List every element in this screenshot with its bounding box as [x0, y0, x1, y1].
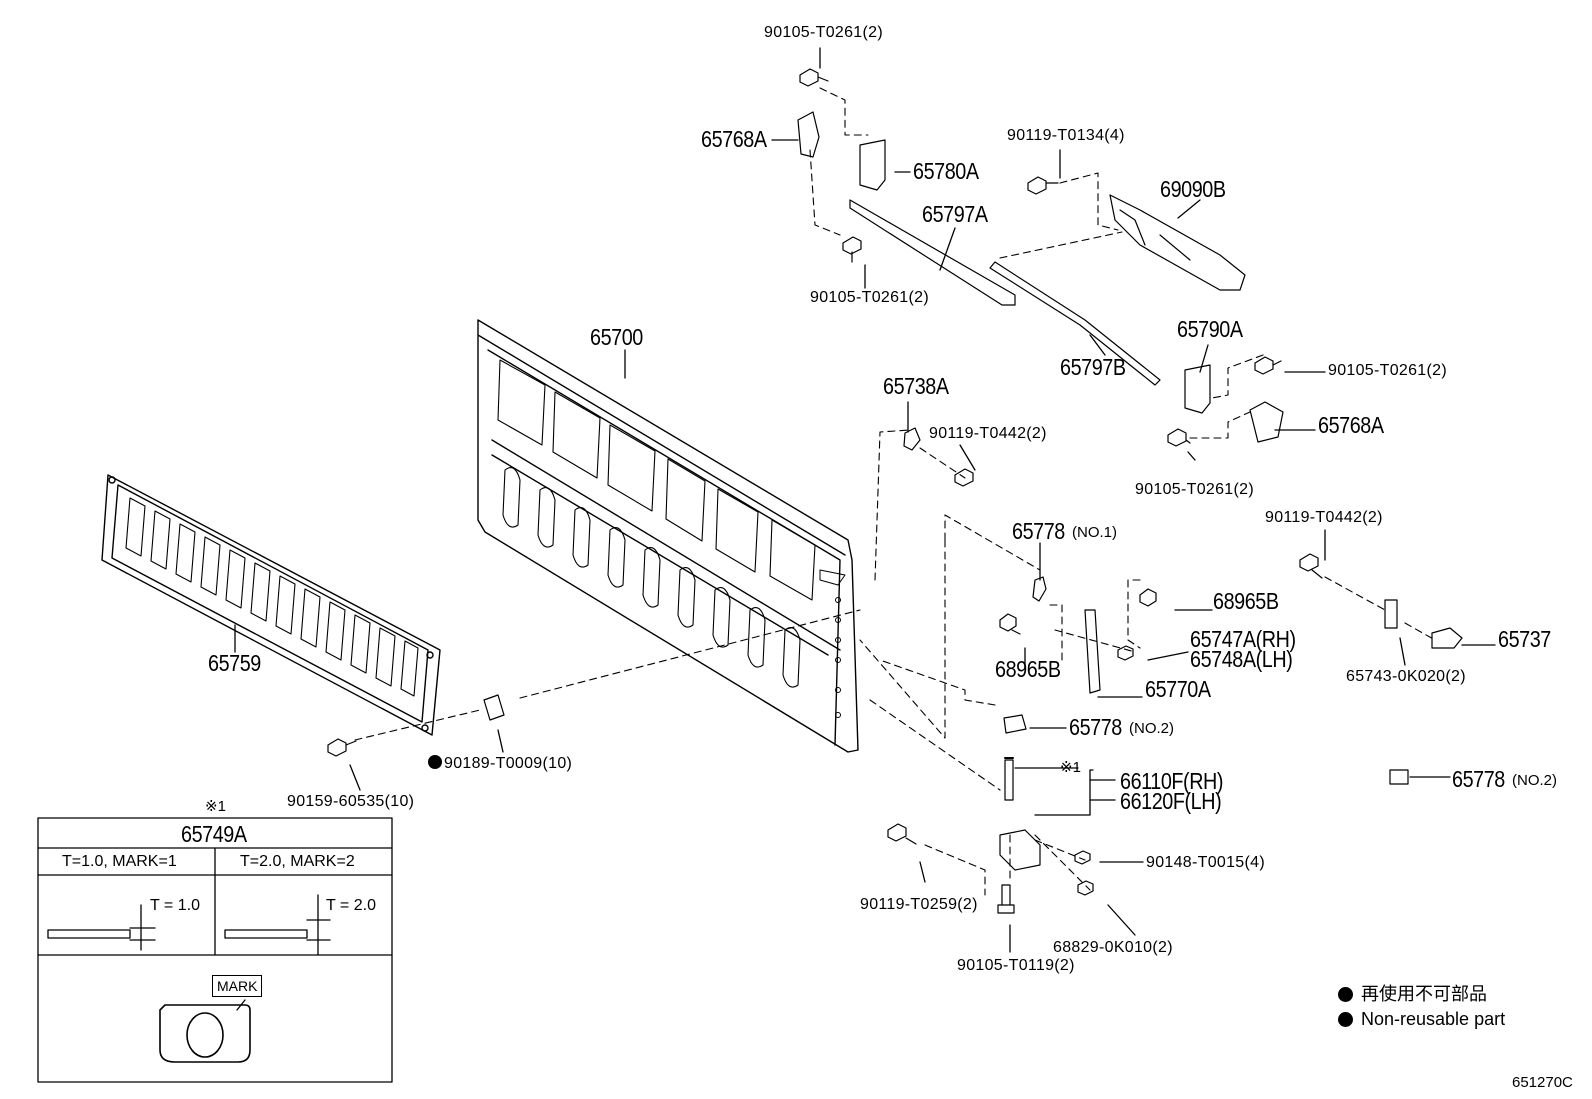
callout-90119-t0442-right[interactable]: 90119-T0442(2) — [1265, 509, 1383, 526]
shim-table-thickness-t1: T = 1.0 — [150, 897, 200, 914]
callout-65778-no2-right-number: 65778 — [1452, 766, 1505, 792]
callout-66110f-rh[interactable]: 66110F(RH) — [1120, 768, 1224, 794]
callout-65797b[interactable]: 65797B — [1060, 354, 1126, 380]
legend-text-jp: 再使用不可部品 — [1361, 984, 1487, 1004]
callout-65778-no1[interactable]: 65778 (NO.1) — [1012, 518, 1117, 544]
callout-65768a-left[interactable]: 65768A — [701, 126, 767, 152]
callout-65778-no2-center-note: (NO.2) — [1129, 720, 1174, 737]
small-parts-art — [327, 68, 1463, 914]
callout-65770a[interactable]: 65770A — [1145, 676, 1211, 702]
callout-65797a[interactable]: 65797A — [922, 201, 988, 227]
callout-90105-t0261-right[interactable]: 90105-T0261(2) — [1328, 362, 1447, 379]
legend-text-en: Non-reusable part — [1361, 1009, 1506, 1029]
callout-90105-t0261-top[interactable]: 90105-T0261(2) — [764, 24, 883, 41]
callout-65778-no2-center[interactable]: 65778 (NO.2) — [1069, 714, 1174, 740]
callout-69090b[interactable]: 69090B — [1160, 176, 1226, 202]
legend-dot-icon-en — [1338, 1012, 1353, 1027]
callout-65743-0k020[interactable]: 65743-0K020(2) — [1346, 668, 1466, 685]
callout-68829-0k010[interactable]: 68829-0K010(2) — [1053, 939, 1173, 956]
legend-row-jp: 再使用不可部品 — [1338, 985, 1487, 1003]
callout-65700[interactable]: 65700 — [590, 324, 643, 350]
callout-65738a[interactable]: 65738A — [883, 373, 949, 399]
shim-table-thickness-t2: T = 2.0 — [326, 897, 376, 914]
non-reusable-dot-icon — [428, 755, 442, 769]
callout-90159-60535[interactable]: 90159-60535(10) — [287, 793, 415, 810]
callout-65778-no2-right-note: (NO.2) — [1512, 772, 1557, 789]
callout-65778-no1-number: 65778 — [1012, 518, 1065, 544]
callout-65778-no2-center-number: 65778 — [1069, 714, 1122, 740]
callout-90119-t0134[interactable]: 90119-T0134(4) — [1007, 127, 1125, 144]
shim-table-header-t2: T=2.0, MARK=2 — [240, 853, 355, 870]
legend-row-en: Non-reusable part — [1338, 1010, 1505, 1028]
callout-65737[interactable]: 65737 — [1498, 626, 1551, 652]
dashed-leaders — [354, 87, 1436, 896]
callout-65778-no2-right[interactable]: 65778 (NO.2) — [1452, 766, 1557, 792]
callout-90105-t0119[interactable]: 90105-T0119(2) — [957, 957, 1075, 974]
callout-65748a-lh[interactable]: 65748A(LH) — [1190, 646, 1293, 672]
callout-90189-t0009[interactable]: 90189-T0009(10) — [428, 755, 572, 772]
callout-90189-t0009-number: 90189-T0009(10) — [444, 755, 573, 772]
callout-65790a[interactable]: 65790A — [1177, 316, 1243, 342]
shim-table-header-t1: T=1.0, MARK=1 — [62, 853, 177, 870]
legend-dot-icon-jp — [1338, 987, 1353, 1002]
ref-mark-hinge: ※1 — [1060, 759, 1081, 776]
callout-68965b-left[interactable]: 68965B — [995, 656, 1061, 682]
shim-mark-callout: MARK — [212, 975, 263, 997]
part-65700-tailgate-art — [477, 319, 859, 753]
shim-table-ref-mark: ※1 — [205, 798, 226, 815]
callout-65780a[interactable]: 65780A — [913, 158, 979, 184]
callout-90105-t0261-lower[interactable]: 90105-T0261(2) — [1135, 481, 1254, 498]
part-65759-panel-art — [101, 474, 441, 736]
callout-68965b-right[interactable]: 68965B — [1213, 588, 1279, 614]
callout-65759[interactable]: 65759 — [208, 650, 261, 676]
callout-65768a-right[interactable]: 65768A — [1318, 412, 1384, 438]
callout-65778-no1-note: (NO.1) — [1072, 524, 1117, 541]
shim-table-art — [37, 817, 393, 1083]
callout-90119-t0259[interactable]: 90119-T0259(2) — [860, 896, 978, 913]
callout-90105-t0261-mid[interactable]: 90105-T0261(2) — [810, 289, 929, 306]
callout-90119-t0442-left[interactable]: 90119-T0442(2) — [929, 425, 1047, 442]
callout-66120f-lh[interactable]: 66120F(LH) — [1120, 788, 1222, 814]
callout-90148-t0015[interactable]: 90148-T0015(4) — [1146, 854, 1265, 871]
diagram-id: 651270C — [1512, 1074, 1573, 1091]
callout-65747a-rh[interactable]: 65747A(RH) — [1190, 626, 1296, 652]
solid-leaders — [234, 47, 1496, 953]
shim-table-title[interactable]: 65749A — [181, 821, 247, 847]
